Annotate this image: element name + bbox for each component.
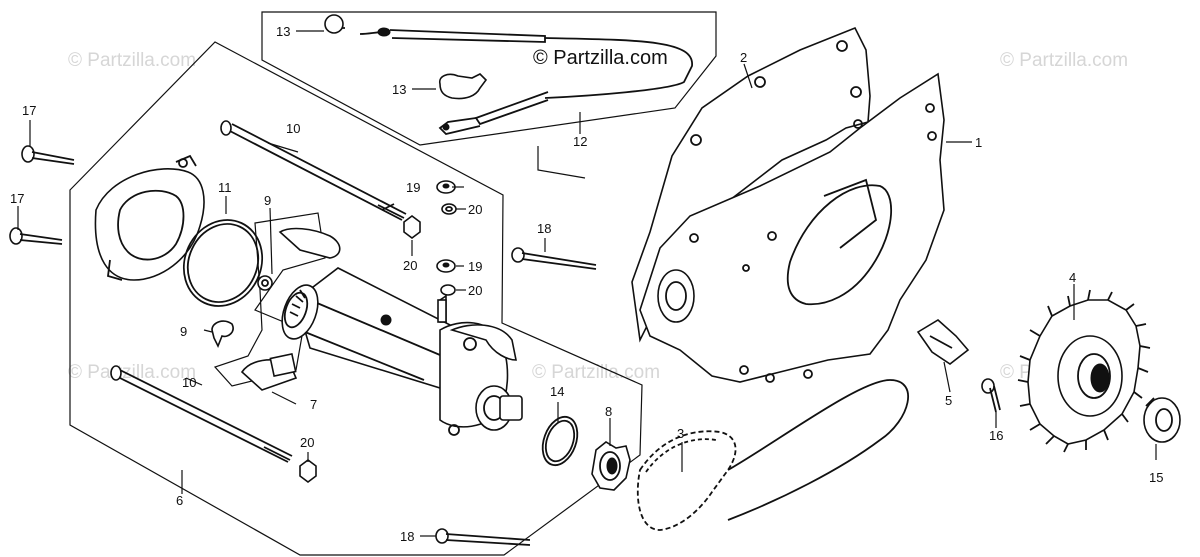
bolt-16 [981,378,1001,413]
callout-7: 7 [310,397,317,412]
callout-8: 8 [605,404,612,419]
callout-19-lower: 19 [468,259,482,274]
washer-9-upper [257,275,273,291]
callout-10-upper: 10 [286,121,300,136]
callout-2: 2 [740,50,747,65]
bolt-17-lower [9,227,63,245]
long-bolt-upper [220,120,407,221]
callout-16: 16 [989,428,1003,443]
callout-1: 1 [975,135,982,150]
callout-12: 12 [573,134,587,149]
washer-20-upper [441,203,457,215]
callout-18-upper: 18 [537,221,551,236]
watermark-mid-left: © Partzilla.com [68,362,196,383]
callout-18-lower: 18 [400,529,414,544]
callout-13-upper: 13 [276,24,290,39]
callout-13-lower: 13 [392,82,406,97]
callout-6: 6 [176,493,183,508]
starter-end-cover [94,154,205,281]
callout-17-upper: 17 [22,103,36,118]
nut-19-upper [436,180,456,194]
callout-14: 14 [550,384,564,399]
bolt-17-upper [21,145,75,165]
callout-20-bottom: 20 [300,435,314,450]
callout-17-lower: 17 [10,191,24,206]
watermark-top-right: © Partzilla.com [1000,50,1128,71]
callout-20-mid: 20 [403,258,417,273]
long-bolt-lower [110,365,293,463]
oil-seal-15 [1143,397,1181,443]
starter-cable-upper [324,14,693,135]
leader-lines [17,30,1157,537]
washer-9-lower [211,320,234,348]
starter-chain [636,379,909,531]
callout-19-upper: 19 [406,180,420,195]
starter-motor-outline [69,41,643,556]
watermark-mid-center: © Partzilla.com [532,362,660,383]
callout-3: 3 [677,426,684,441]
brush-holder-kit [213,212,341,391]
stud-20 [437,299,447,323]
callout-5: 5 [945,393,952,408]
side-cover-plate-1 [639,72,945,383]
o-ring-14 [541,415,579,467]
o-ring-11 [182,219,264,307]
cable-box [261,11,717,146]
starter-sprocket-8 [591,441,631,491]
callout-9-upper: 9 [264,193,271,208]
callout-15: 15 [1149,470,1163,485]
starter-motor-body [281,267,523,436]
callout-4: 4 [1069,270,1076,285]
terminal-cap [438,73,488,100]
nut-19-lower [436,259,456,273]
chain-guide-clip-5 [916,319,970,365]
watermark-main: © Partzilla.com [533,47,668,69]
callout-11: 11 [218,180,232,195]
callout-20-upper: 20 [468,202,482,217]
callout-10-lower: 10 [182,375,196,390]
watermark-top-left: © Partzilla.com [68,50,196,71]
bolt-18-upper [511,247,597,270]
washer-20-lower [440,284,456,296]
callout-9-lower: 9 [180,324,187,339]
bolt-18-lower [435,528,531,546]
driven-sprocket-4 [1017,289,1151,453]
nut-20-bottom [299,459,317,483]
callout-20-lower: 20 [468,283,482,298]
nut-20-mid [403,215,421,239]
